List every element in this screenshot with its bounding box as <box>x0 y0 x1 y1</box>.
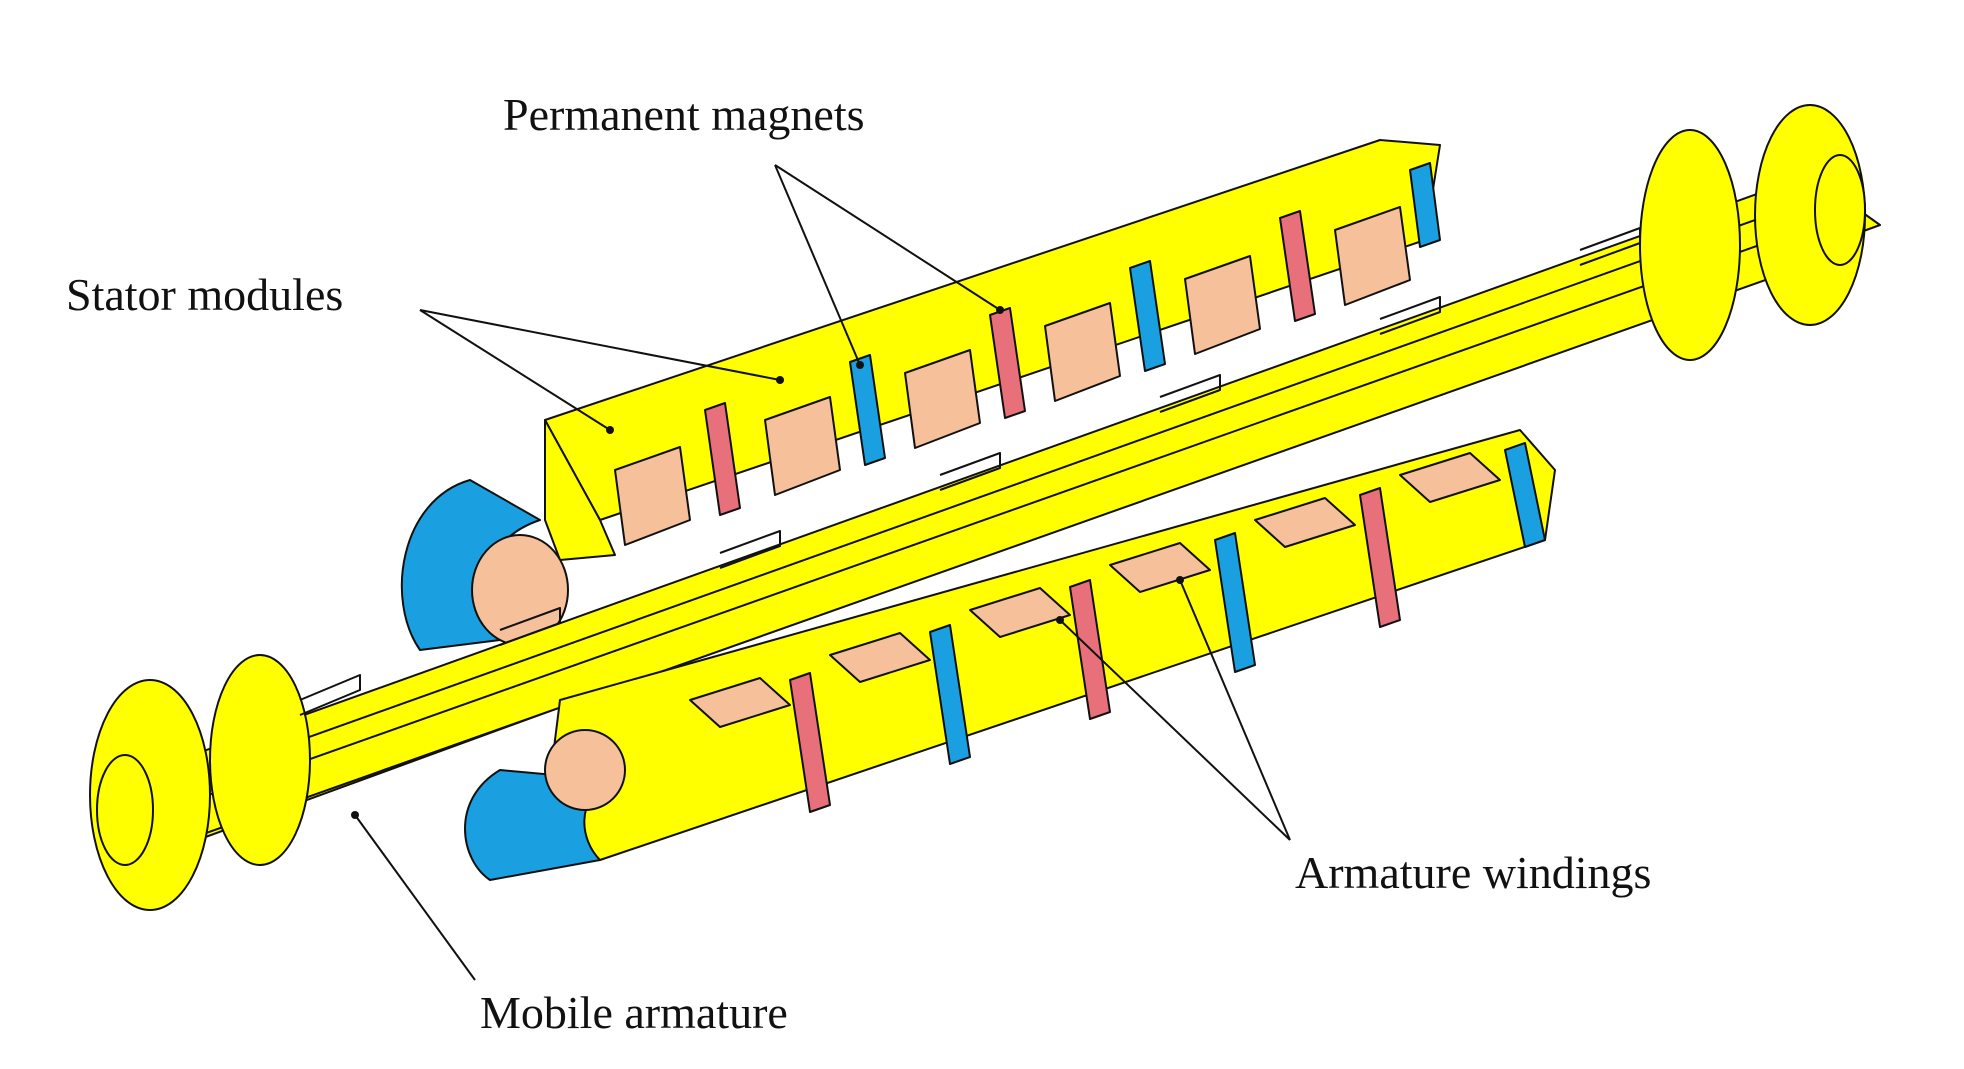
pointer-dot <box>996 306 1004 314</box>
lower-magnet-red-3 <box>1359 487 1401 628</box>
upper-magnet-red-1 <box>704 402 741 516</box>
upper-magnet-red-3 <box>1279 210 1316 322</box>
pointer-dot <box>351 811 359 819</box>
upper-stator-side-face <box>544 419 616 561</box>
shaft-end-face <box>96 754 154 866</box>
pointer-dot <box>1176 576 1184 584</box>
upper-magnet-blue-1 <box>849 354 886 466</box>
leader-mobile-armature <box>354 814 476 981</box>
label-armature-windings: Armature windings <box>1295 847 1652 898</box>
upper-windings <box>614 206 1411 546</box>
lower-stator <box>464 429 1556 881</box>
mobile-armature-shaft <box>89 104 1881 911</box>
lower-windings <box>689 452 1501 728</box>
leader-stator-modules-2 <box>419 309 781 381</box>
ring-bore-lower <box>544 729 626 811</box>
leader-permanent-magnets-1 <box>774 164 861 366</box>
lower-magnet-blue-1 <box>929 624 971 765</box>
leader-permanent-magnets-2 <box>774 164 1001 311</box>
shaft-collar-left-2 <box>209 654 311 866</box>
pointer-dot <box>856 361 864 369</box>
shaft-end-face-right <box>1814 154 1866 266</box>
shaft-collar-right <box>1639 129 1741 361</box>
leader-armature-windings-2 <box>1179 579 1291 841</box>
lower-magnet-blue-2 <box>1214 532 1256 673</box>
lower-magnet-blue-3 <box>1504 442 1546 548</box>
leader-armature-windings-1 <box>1059 619 1291 841</box>
upper-magnet-blue-2 <box>1129 260 1166 372</box>
pointer-dot <box>606 426 614 434</box>
label-stator-modules: Stator modules <box>66 269 344 320</box>
pointer-dot <box>1056 616 1064 624</box>
label-permanent-magnets: Permanent magnets <box>503 89 865 140</box>
upper-stator <box>544 139 1441 561</box>
upper-magnet-blue-3 <box>1409 162 1441 248</box>
label-mobile-armature: Mobile armature <box>480 987 788 1038</box>
lower-magnet-red-1 <box>789 672 831 813</box>
pointer-dot <box>776 376 784 384</box>
leader-stator-modules-1 <box>419 309 611 431</box>
